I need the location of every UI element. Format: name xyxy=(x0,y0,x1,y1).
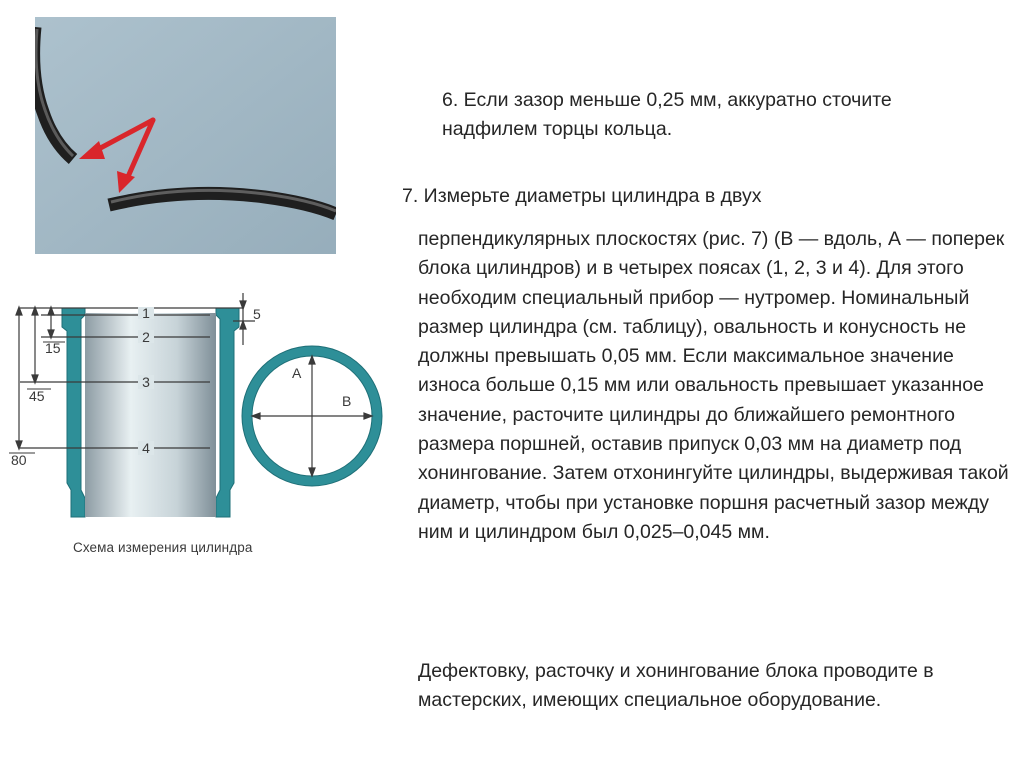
step-6-text: 6. Если зазор меньше 0,25 мм, аккуратно … xyxy=(442,89,892,140)
depth-45-label: 45 xyxy=(29,388,45,404)
belt-2-label: 2 xyxy=(142,329,150,345)
piston-ring-photo xyxy=(35,17,336,254)
diagram-caption: Схема измерения цилиндра xyxy=(73,540,253,555)
belt-1-label: 1 xyxy=(142,305,150,321)
plane-b-label: B xyxy=(342,393,351,409)
belt-4-label: 4 xyxy=(142,440,150,456)
step-7-body: перпендикулярных плоскостях (рис. 7) (В … xyxy=(418,228,1009,543)
belt-3-label: 3 xyxy=(142,374,150,390)
step-7-title: 7. Измерьте диаметры цилиндра в двух xyxy=(402,185,762,207)
depth-5-label: 5 xyxy=(253,306,261,322)
cylinder-plan-diagram: A B xyxy=(234,338,390,494)
cylinder-section-diagram: 1 2 3 4 5 15 45 80 xyxy=(5,285,300,520)
plane-a-label: A xyxy=(292,365,302,381)
outro-text: Дефектовку, расточку и хонингование блок… xyxy=(418,660,934,712)
depth-15-label: 15 xyxy=(45,340,61,356)
piston-ring-gap-icon xyxy=(35,17,336,254)
depth-80-label: 80 xyxy=(11,452,27,468)
